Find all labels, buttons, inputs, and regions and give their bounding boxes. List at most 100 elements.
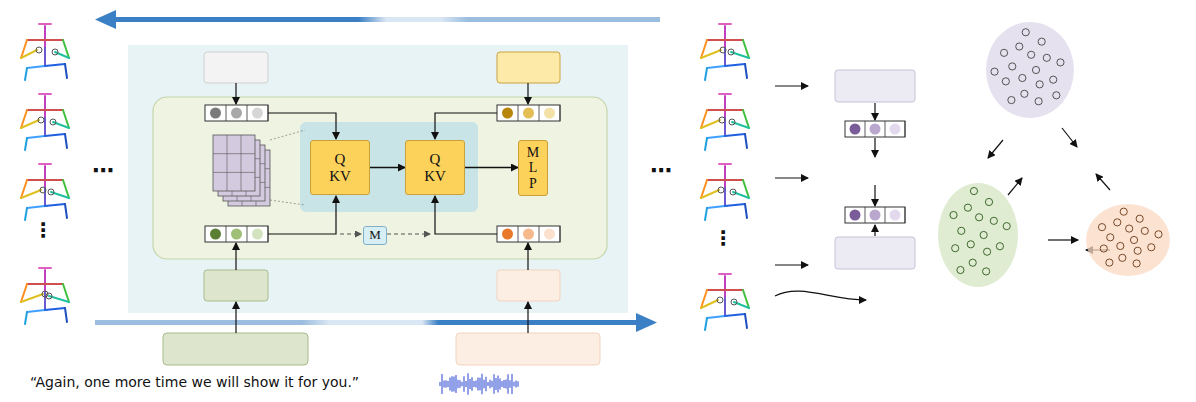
waveform [441,374,442,394]
waveform [451,376,452,391]
node-label: Q KV [420,151,450,184]
transcript: “Again, one more time we will show it fo… [30,374,359,390]
waveform [447,381,448,387]
waveform [517,381,518,387]
ellipsis: ⋮ [713,226,733,250]
node-label: Q KV [325,151,355,184]
pose-figure [21,268,69,324]
cluster-point [1098,224,1105,231]
token-divider [518,105,519,121]
cluster-point [958,227,965,234]
cluster-point [1100,245,1107,252]
cluster-point [991,68,998,75]
token-dot [523,229,534,240]
token-divider [885,207,886,223]
input-box [497,52,560,83]
pose-figure [21,94,69,150]
cluster-point [1120,208,1127,215]
flow-head [95,10,116,29]
token-divider [885,121,886,137]
flow-head [636,313,657,332]
token-dot [544,108,555,119]
cluster-point [1133,260,1140,267]
input-box [204,52,268,83]
decoder-box [835,70,915,102]
text-box [163,333,308,365]
block-panel [153,97,607,259]
cluster-point [1155,231,1162,238]
cluster-point [996,243,1003,250]
pose-figure [701,24,749,80]
token-divider [905,207,906,223]
waveform [453,376,454,391]
attention-box: Q KV [310,140,370,195]
ellipsis: ⋯ [650,158,672,183]
cluster-point [1038,38,1045,45]
ellipsis: ⋯ [92,158,114,183]
token-row [845,121,905,137]
pose-figure [701,164,749,220]
token-row [845,207,905,223]
cluster-point [1114,219,1121,226]
token-divider [865,121,866,137]
token-dot [890,124,901,135]
waveform [511,374,512,394]
cluster-point [983,268,990,275]
waveform [459,380,460,388]
token-divider [226,105,227,121]
cluster-point [1016,43,1023,50]
cluster-point [967,241,974,248]
waveform [457,380,458,388]
cluster-point [1036,81,1043,88]
cluster-point [976,214,983,221]
token-dot [502,229,513,240]
cluster-point [1148,244,1155,251]
encoder-box [835,237,915,269]
waveform [485,377,486,392]
token-dot [523,108,534,119]
encoder-box [497,270,560,301]
cluster-point [1035,98,1042,105]
connector [465,167,518,168]
waveform [505,379,506,388]
cluster-point [1130,236,1137,243]
waveform [445,380,446,388]
token-divider [539,226,540,242]
token-divider [518,226,519,242]
waveform [461,382,462,387]
attention-map [213,135,255,191]
waveform [477,378,478,391]
cluster-point [1002,78,1009,85]
waveform [455,375,456,393]
token-divider [539,105,540,121]
waveform [493,374,494,393]
waveform [443,381,444,388]
cluster-point [1134,247,1141,254]
flow-bar [112,17,660,22]
token-row [497,105,560,121]
cluster-point [990,217,997,224]
token-dot [850,210,861,221]
cluster-point [950,211,957,218]
cluster [938,183,1018,287]
token-dot [210,108,221,119]
token-row [497,226,560,242]
token-dot [252,229,263,240]
token-dot [210,229,221,240]
cluster-point [980,231,987,238]
cluster [1086,204,1170,276]
waveform [463,376,464,391]
mask-box: M [363,226,387,245]
pose-figure [701,94,749,150]
cluster-point [1106,259,1113,266]
ellipsis: ⋮ [33,218,53,242]
waveform [491,381,492,388]
waveform [467,373,468,394]
cluster-point [952,245,959,252]
token-dot [231,229,242,240]
token-divider [905,121,906,137]
waveform [489,380,490,389]
outer-panel [128,45,628,313]
waveform [487,382,488,386]
